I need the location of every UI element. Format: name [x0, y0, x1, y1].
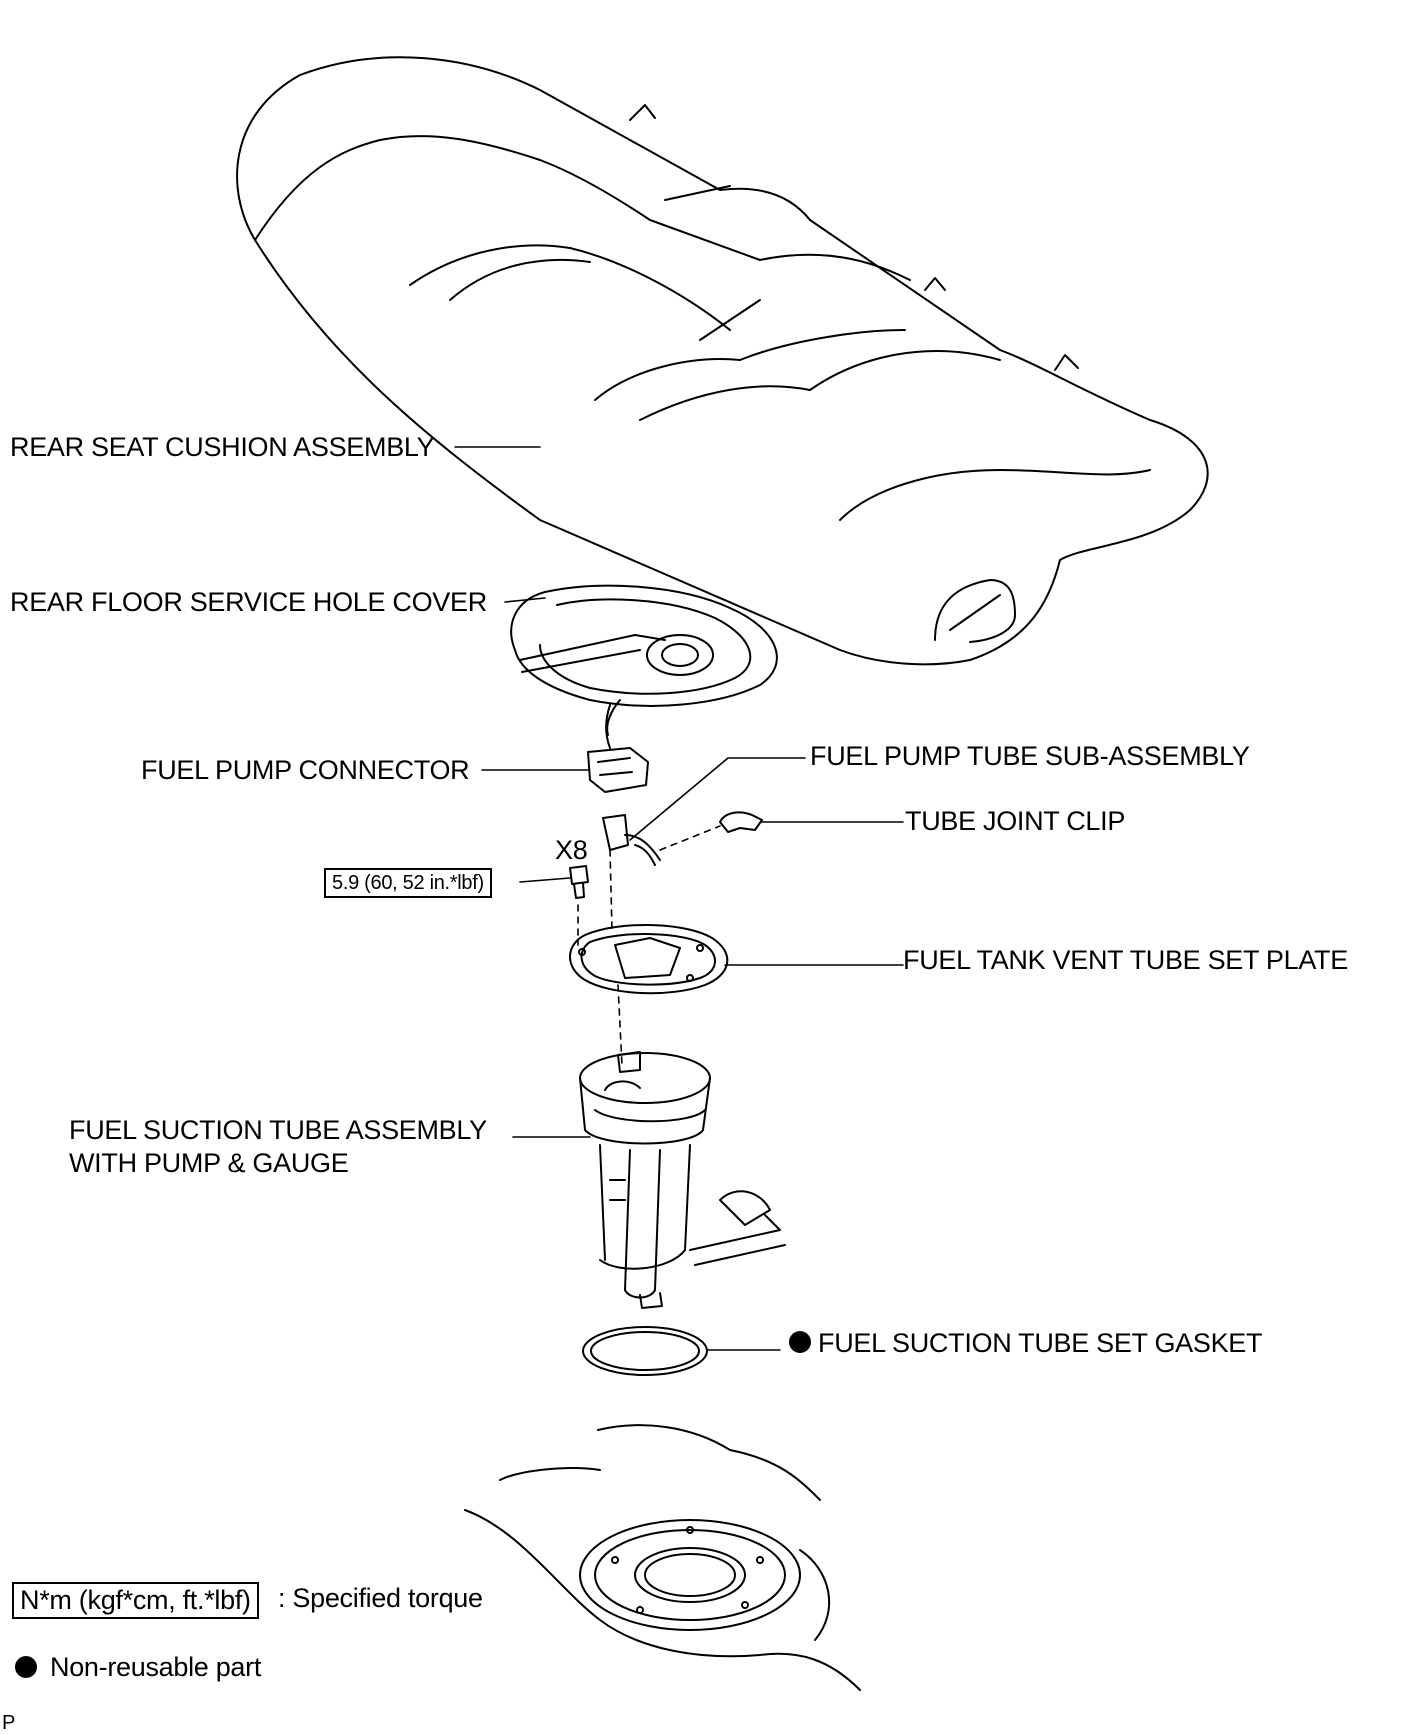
tube-joint-clip-drawing	[719, 811, 763, 833]
label-rear-seat-cushion: REAR SEAT CUSHION ASSEMBLY	[10, 432, 435, 462]
bolt-quantity: X8	[555, 835, 588, 865]
assembly-dashed-lines	[577, 825, 721, 1066]
leader-service-hole-cover	[504, 597, 546, 603]
service-hole-cover-drawing	[510, 584, 778, 736]
label-fuel-suction-tube-line2: WITH PUMP & GAUGE	[69, 1148, 349, 1178]
legend-nonreusable-text: Non-reusable part	[50, 1652, 262, 1682]
fuel-suction-tube-drawing	[579, 1051, 786, 1309]
rear-seat-cushion-drawing	[236, 56, 1209, 666]
label-fuel-suction-tube-line1: FUEL SUCTION TUBE ASSEMBLY	[69, 1115, 487, 1145]
nonreusable-marker-icon	[789, 1331, 811, 1353]
label-gasket: FUEL SUCTION TUBE SET GASKET	[818, 1328, 1263, 1358]
corner-mark: P	[2, 1712, 16, 1734]
label-service-hole-cover: REAR FLOOR SERVICE HOLE COVER	[10, 587, 487, 617]
leader-lines	[454, 446, 904, 1351]
label-tube-joint-clip: TUBE JOINT CLIP	[905, 806, 1126, 836]
label-fuel-pump-connector: FUEL PUMP CONNECTOR	[141, 755, 470, 785]
label-fuel-pump-tube: FUEL PUMP TUBE SUB-ASSEMBLY	[810, 741, 1250, 771]
leader-fuel-pump-tube	[629, 757, 806, 841]
bolt-torque-value: 5.9 (60, 52 in.*lbf)	[324, 868, 492, 898]
fuel-pump-tube-drawing	[602, 814, 661, 866]
fuel-pump-connector-drawing	[587, 704, 649, 793]
leader-bolt-torque	[519, 877, 571, 883]
label-vent-tube-set-plate: FUEL TANK VENT TUBE SET PLATE	[903, 945, 1348, 975]
legend-nonreusable-icon	[15, 1656, 37, 1678]
legend-torque-box: N*m (kgf*cm, ft.*lbf)	[12, 1582, 259, 1619]
vent-tube-set-plate-drawing	[569, 924, 729, 995]
legend-torque-text: : Specified torque	[278, 1583, 483, 1613]
bolt-drawing	[569, 865, 589, 899]
fuel-tank-drawing	[464, 1424, 861, 1691]
fuel-suction-tube-gasket-drawing	[582, 1326, 708, 1376]
